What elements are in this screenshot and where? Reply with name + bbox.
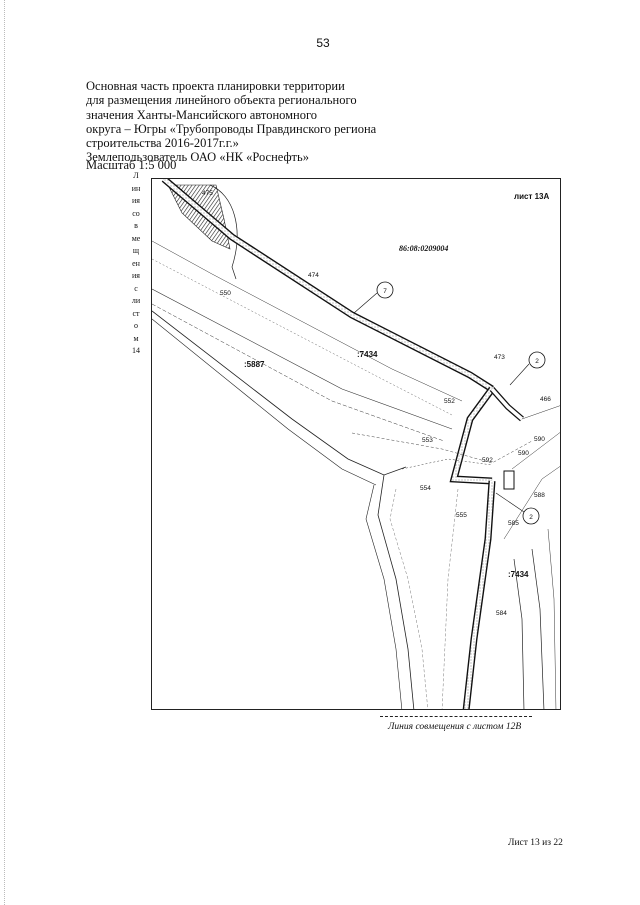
vertical-note-fragment: с	[134, 283, 138, 293]
document-header: Основная часть проекта планировки террит…	[86, 79, 406, 165]
parcel-label: :7434	[508, 570, 529, 579]
sheet-label: лист 13А	[514, 192, 549, 201]
point-label: 590	[518, 450, 529, 457]
header-line: Землепользователь ОАО «НК «Роснефть»	[86, 150, 309, 165]
land-boundary	[531, 548, 545, 709]
callout-circle	[522, 507, 540, 525]
point-label: 584	[496, 610, 507, 617]
land-boundary	[152, 288, 453, 430]
header-line: значения Ханты-Мансийского автономного	[86, 107, 318, 122]
page-number: 53	[316, 36, 330, 50]
vertical-note-fragment: ия	[132, 196, 140, 205]
pipeline-corridor	[449, 386, 495, 485]
planning-map[interactable]: 7 2 2 лист 13А 86:08:0209004 :5887 :7434…	[151, 178, 561, 710]
small-feature	[503, 470, 515, 490]
callout-leader	[495, 492, 525, 513]
parcel-boundary	[152, 318, 377, 486]
point-label: 592	[482, 457, 493, 464]
vertical-match-note: Л ин ия со в ме щ ен ия с ли ст о м 14	[124, 170, 148, 358]
vertical-note-fragment: о	[134, 321, 138, 330]
callout-circle	[528, 351, 546, 369]
dashed-boundary	[401, 458, 493, 470]
dashed-boundary	[351, 432, 533, 464]
parcel-boundary	[365, 484, 403, 709]
vertical-note-fragment: ли	[131, 296, 141, 305]
point-label: 550	[220, 290, 231, 297]
callout-label: 2	[529, 514, 533, 521]
callout-label: 7	[383, 288, 387, 295]
point-label: 585	[508, 520, 519, 527]
point-label: 552	[444, 398, 455, 405]
land-boundary	[503, 466, 560, 540]
pipeline-branch-inner	[490, 387, 524, 421]
land-boundary	[547, 528, 557, 709]
hatched-zone	[167, 184, 231, 250]
pipeline-corridor-fill	[162, 179, 494, 391]
point-label: 466	[540, 396, 551, 403]
point-label: 554	[420, 485, 431, 492]
land-boundary	[441, 488, 459, 709]
point-label: 555	[456, 512, 467, 519]
callout-leader	[353, 292, 378, 314]
header-line: для размещения линейного объекта региона…	[86, 93, 357, 108]
point-label: 475	[202, 190, 213, 197]
match-line-caption: Линия совмещения с листом 12В	[388, 722, 522, 732]
point-label: 590	[534, 436, 545, 443]
vertical-note-fragment: Л	[133, 171, 139, 180]
vertical-note-fragment: ме	[131, 233, 141, 243]
land-boundary	[521, 405, 560, 420]
vertical-note-fragment: ия	[132, 271, 140, 280]
header-line: строительства 2016-2017г.г.»	[86, 136, 239, 151]
header-line: Основная часть проекта планировки террит…	[86, 79, 345, 93]
vertical-note-fragment: м	[133, 333, 139, 343]
pipeline-corridor-fill	[451, 387, 494, 484]
parcel-label: :5887	[244, 360, 265, 369]
vertical-note-fragment: ст	[132, 308, 140, 318]
vertical-note-fragment: щ	[132, 246, 140, 255]
vertical-note-fragment: ин	[131, 183, 141, 193]
callout-label: 2	[535, 358, 539, 365]
parcel-boundary	[152, 310, 407, 476]
land-boundary	[511, 432, 560, 470]
point-label: 473	[494, 354, 505, 361]
map-scale: Масштаб 1:5 000	[86, 158, 177, 172]
map-drawing: 7 2 2 лист 13А 86:08:0209004 :5887 :7434…	[152, 179, 560, 709]
parcel-label: :7434	[357, 350, 378, 359]
match-line	[380, 716, 532, 717]
vertical-note-fragment: 14	[132, 346, 140, 355]
sheet-counter: Лист 13 из 22	[508, 838, 563, 848]
vertical-note-fragment: в	[134, 221, 138, 230]
cadastral-number: 86:08:0209004	[399, 244, 448, 253]
callout-circle	[376, 281, 394, 299]
point-label: 553	[422, 437, 433, 444]
callout-leader	[509, 363, 530, 386]
parcel-boundary	[377, 474, 415, 709]
vertical-note-fragment: со	[132, 208, 140, 218]
pipeline-corridor-fill	[464, 480, 495, 709]
header-line: округа – Югры «Трубопроводы Правдинского…	[86, 121, 377, 136]
land-boundary	[513, 558, 525, 709]
parcel-boundary	[389, 488, 429, 709]
page-edge-rule	[4, 0, 5, 905]
vertical-note-fragment: ен	[132, 258, 140, 268]
point-label: 474	[308, 272, 319, 279]
boundary-curve	[209, 184, 238, 280]
land-boundary	[152, 303, 445, 442]
point-label: 588	[534, 492, 545, 499]
land-boundary	[152, 240, 463, 402]
